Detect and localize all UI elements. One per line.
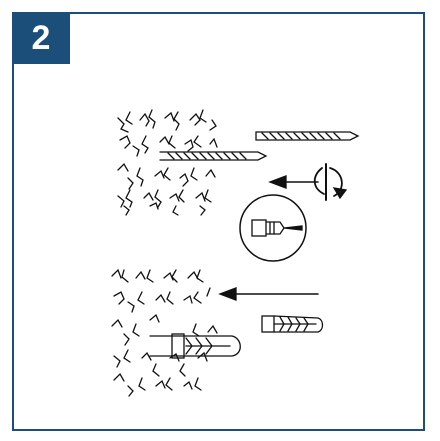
drill-bit-icon xyxy=(255,131,360,141)
drilled-wall-icon xyxy=(111,268,218,397)
step-frame xyxy=(12,12,425,431)
step-number: 2 xyxy=(31,18,51,57)
step-number-badge: 2 xyxy=(12,12,70,64)
masonry-wall-icon xyxy=(117,109,218,216)
direction-arrow-icon xyxy=(268,175,319,189)
insert-arrow-icon xyxy=(218,287,319,301)
rotation-arrow-icon xyxy=(313,163,348,201)
wall-plug-icon xyxy=(261,315,324,333)
drill-bit-in-wall-icon xyxy=(159,151,268,161)
hammer-drill-symbol-icon xyxy=(239,194,307,262)
wall-plug-in-wall-icon xyxy=(149,333,241,359)
